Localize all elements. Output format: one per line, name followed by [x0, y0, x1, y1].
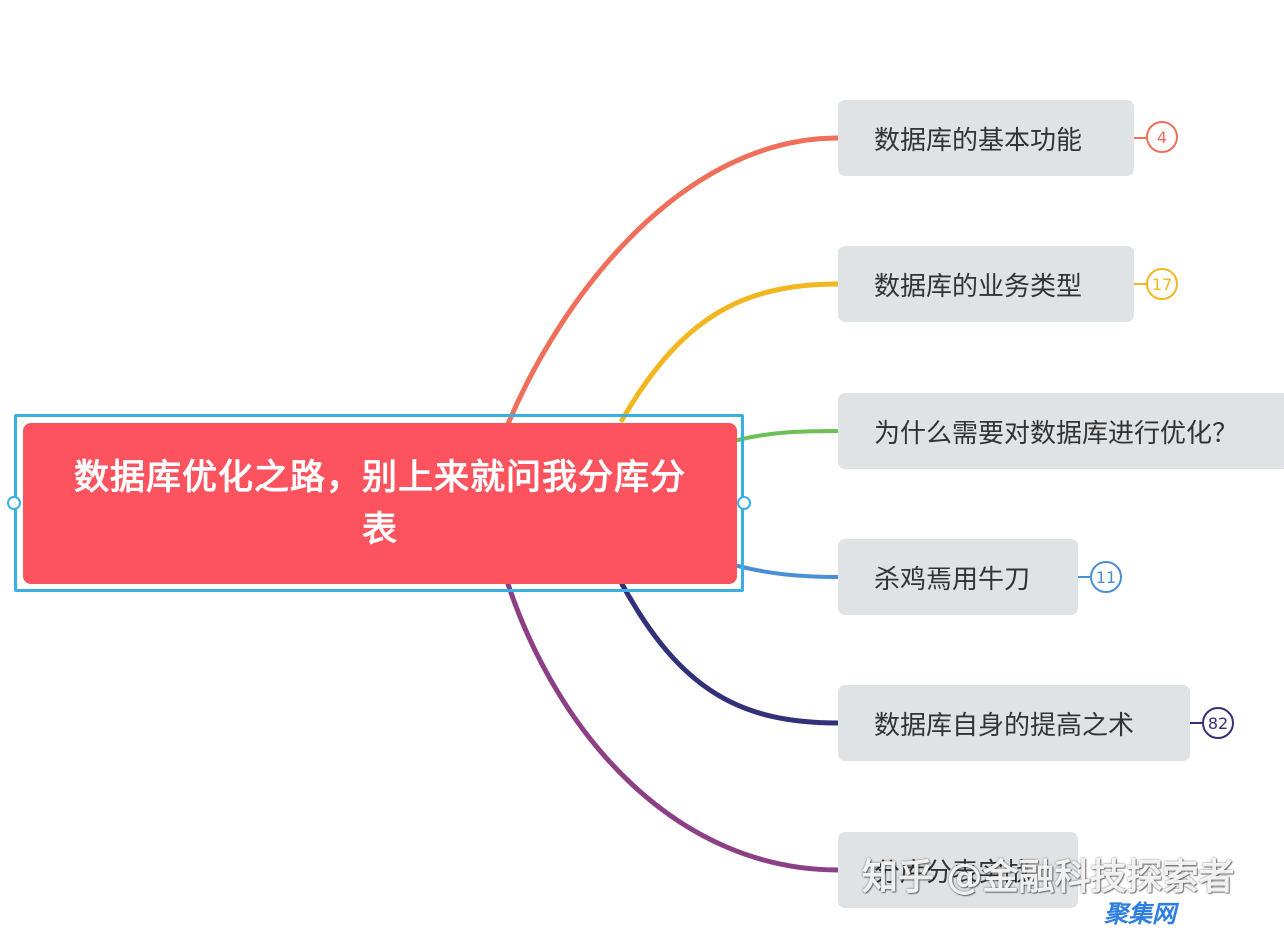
collapsed-count-badge[interactable]: 17 [1146, 268, 1178, 300]
collapsed-count-badge[interactable]: 82 [1202, 707, 1234, 739]
branch-connector-3 [736, 429, 840, 442]
topic-label: 数据库自身的提高之术 [874, 710, 1135, 741]
topic-label: 数据库的业务类型 [874, 271, 1083, 302]
collapsed-count-badge[interactable]: 4 [1146, 121, 1178, 153]
watermark-site: 聚集网 [1104, 900, 1176, 928]
collapsed-count-badge[interactable]: 11 [1090, 561, 1122, 593]
topic-business-types[interactable]: 数据库的业务类型 [838, 246, 1134, 322]
right-resize-handle[interactable] [737, 496, 751, 510]
central-topic-title: 数据库优化之路，别上来就问我分库分表 [73, 457, 686, 550]
branch-connector-1 [505, 135, 841, 427]
topic-label: 数据库的基本功能 [874, 125, 1083, 156]
topic-label: 杀鸡焉用牛刀 [874, 564, 1031, 595]
branch-connector-2 [619, 281, 841, 423]
topic-why-optimize[interactable]: 为什么需要对数据库进行优化？ [838, 393, 1284, 469]
topic-self-improvement[interactable]: 数据库自身的提高之术 [838, 685, 1190, 761]
topic-basic-functions[interactable]: 数据库的基本功能 [838, 100, 1134, 176]
topic-sharding-practice[interactable]: 分库分表实战 [838, 832, 1078, 908]
topic-overkill[interactable]: 杀鸡焉用牛刀 [838, 539, 1078, 615]
branch-connector-5 [619, 581, 841, 726]
topic-label: 分库分表实战 [874, 857, 1031, 888]
central-topic[interactable]: 数据库优化之路，别上来就问我分库分表 [23, 423, 737, 584]
left-resize-handle[interactable] [7, 496, 21, 510]
watermark-zhihu: 知乎 @金融科技探索者 [862, 857, 1235, 898]
branch-connector-4 [736, 564, 840, 579]
topic-label: 为什么需要对数据库进行优化？ [874, 418, 1239, 449]
branch-connector-6 [505, 581, 841, 873]
